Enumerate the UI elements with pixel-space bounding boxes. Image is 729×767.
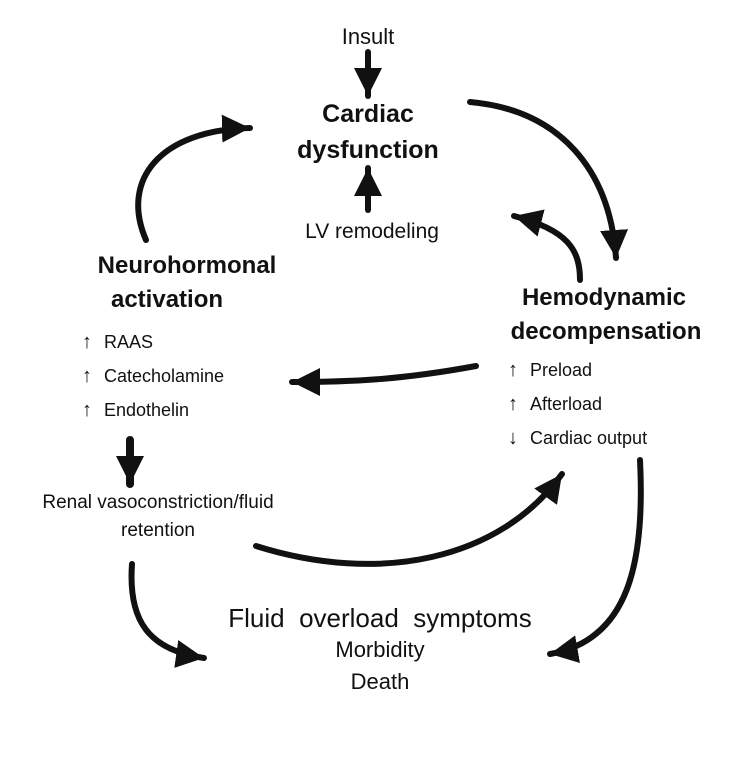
arrow-hemodynamic-to-neurohormonal bbox=[289, 363, 479, 396]
list-item-label: RAAS bbox=[104, 331, 154, 352]
outcome-morbidity: Morbidity bbox=[335, 637, 425, 662]
list-item: ↑ Catecholamine bbox=[82, 359, 224, 393]
lv-remodeling-label: LV remodeling bbox=[305, 220, 439, 243]
outcome-death: Death bbox=[350, 669, 410, 694]
arrow-hemodynamic-to-outcomes bbox=[547, 457, 644, 663]
hemodynamic-line1: Hemodynamic bbox=[521, 284, 687, 311]
neurohormonal-line2: activation bbox=[110, 286, 224, 313]
down-arrow-icon: ↓ bbox=[508, 427, 518, 449]
cardiac-dysfunction-line2: dysfunction bbox=[297, 136, 439, 164]
insult-label: Insult bbox=[341, 24, 395, 49]
arrow-neurohormonal-to-dysfunction bbox=[135, 114, 253, 243]
up-arrow-icon: ↑ bbox=[82, 365, 92, 387]
list-item: ↑ Preload bbox=[508, 353, 647, 387]
hemodynamic-list: ↑ Preload ↑ Afterload ↓ Cardiac output bbox=[508, 353, 647, 455]
renal-line2: retention bbox=[121, 520, 195, 541]
list-item: ↓ Cardiac output bbox=[508, 421, 647, 455]
arrow-hemodynamic-to-remodeling bbox=[511, 209, 583, 283]
neurohormonal-line1: Neurohormonal bbox=[97, 252, 277, 279]
list-item: ↑ Endothelin bbox=[82, 393, 224, 427]
up-arrow-icon: ↑ bbox=[82, 331, 92, 353]
arrow-dysfunction-to-hemodynamic bbox=[467, 99, 629, 261]
list-item: ↑ RAAS bbox=[82, 325, 224, 359]
up-arrow-icon: ↑ bbox=[82, 399, 92, 421]
list-item-label: Preload bbox=[530, 359, 593, 380]
up-arrow-icon: ↑ bbox=[508, 393, 518, 415]
up-arrow-icon: ↑ bbox=[508, 359, 518, 381]
list-item-label: Catecholamine bbox=[104, 365, 225, 386]
cardiac-dysfunction-line1: Cardiac bbox=[322, 100, 414, 128]
hemodynamic-line2: decompensation bbox=[510, 318, 702, 345]
list-item-label: Cardiac output bbox=[530, 427, 648, 448]
neurohormonal-list: ↑ RAAS ↑ Catecholamine ↑ Endothelin bbox=[82, 325, 224, 427]
arrow-renal-to-outcomes bbox=[128, 561, 207, 668]
outcome-fluid-overload: Fluid overload symptoms bbox=[228, 603, 532, 633]
list-item: ↑ Afterload bbox=[508, 387, 647, 421]
arrow-renal-to-hemodynamic bbox=[253, 471, 565, 567]
renal-line1: Renal vasoconstriction/fluid bbox=[42, 492, 274, 513]
list-item-label: Afterload bbox=[530, 393, 603, 414]
list-item-label: Endothelin bbox=[104, 399, 190, 420]
